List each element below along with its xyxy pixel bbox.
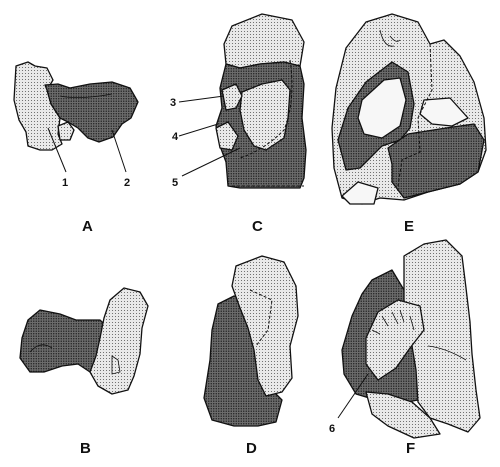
panel-b-drawing (19, 287, 149, 395)
panel-label-a: A (82, 218, 93, 235)
panel-a-drawing (13, 61, 139, 151)
callout-6: 6 (329, 423, 335, 435)
panel-e-drawing (331, 13, 487, 205)
callout-5: 5 (172, 177, 178, 189)
panel-label-c: C (252, 218, 263, 235)
callout-4: 4 (172, 131, 179, 143)
panel-label-b: B (80, 440, 91, 457)
panel-label-e: E (404, 218, 414, 235)
panel-label-d: D (246, 440, 257, 457)
panel-label-f: F (406, 440, 415, 457)
panel-f-drawing (341, 239, 481, 439)
panel-d-drawing (203, 255, 299, 427)
callout-1: 1 (62, 177, 68, 189)
callout-3: 3 (170, 97, 176, 109)
callout-2: 2 (124, 177, 130, 189)
panel-c-drawing (215, 13, 307, 189)
